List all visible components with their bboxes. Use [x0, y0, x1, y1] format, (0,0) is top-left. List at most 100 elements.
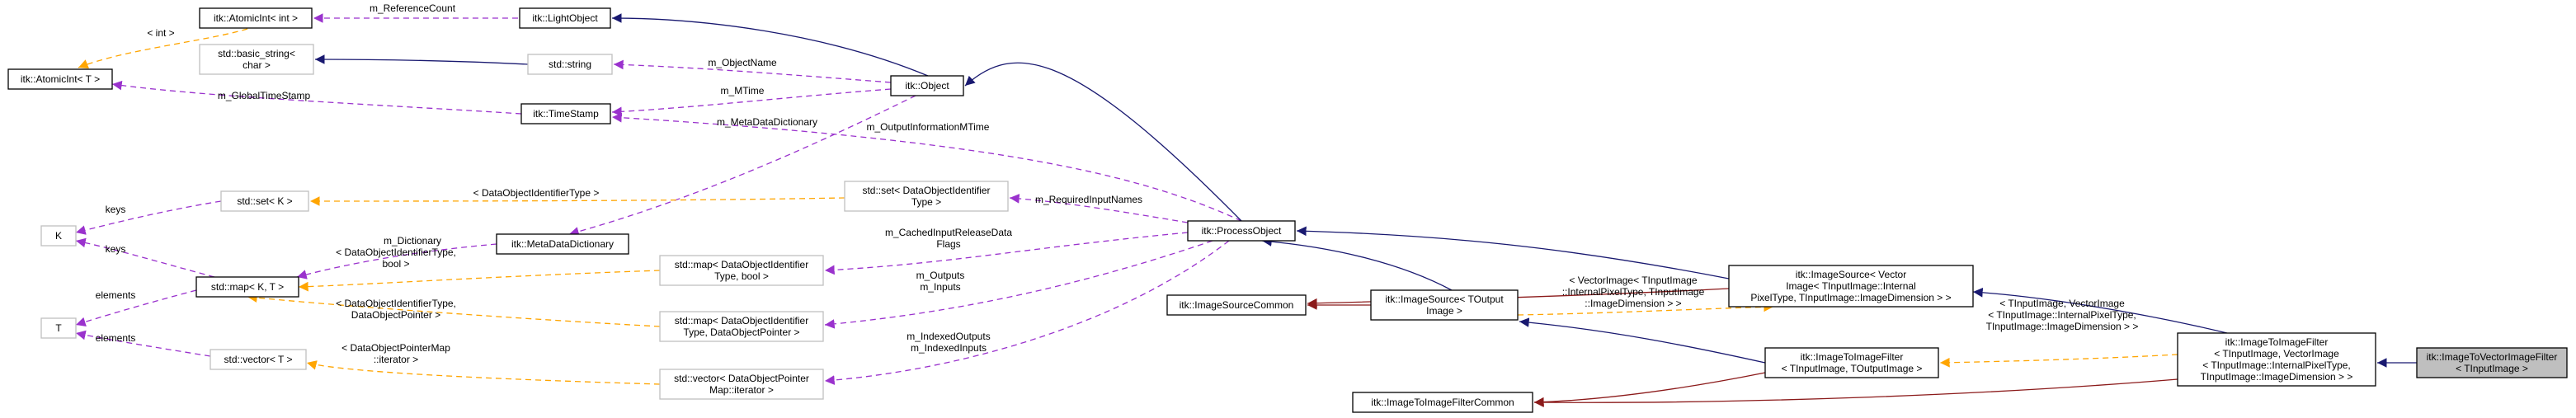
edge-label-text: < TInputImage::InternalPixelType, [1988, 309, 2136, 321]
edge-label-text: elements [96, 289, 136, 301]
node-label: itk::ImageSource< TOutput [1385, 294, 1504, 305]
node-box [1166, 294, 1307, 316]
node-box [220, 190, 309, 212]
edge-label-text: DataObjectPointer > [351, 309, 440, 321]
edge-required-input-names [1009, 194, 1189, 223]
node-label: itk::ImageToImageFilter [2225, 336, 2329, 348]
node-label: K [55, 230, 62, 242]
node-label: itk::ImageToImageFilter [1801, 351, 1904, 363]
edge-label-metadata-dictionary: m_MetaDataDictionary [717, 116, 817, 128]
node-label: Map::iterator > [709, 384, 774, 396]
edge-processobject-object [964, 62, 1242, 222]
node-box [2177, 332, 2376, 387]
node-vector-t[interactable]: std::vector< T > [210, 349, 307, 370]
edge-label-keys-map: keys [106, 243, 126, 255]
node-label: < TInputImage, VectorImage [2214, 348, 2339, 359]
node-set-doid[interactable]: std::set< DataObjectIdentifierType > [844, 181, 1009, 212]
edge-m-dictionary [296, 243, 497, 279]
node-imagesource-vec[interactable]: itk::ImageSource< VectorImage< TInputIma… [1728, 265, 1974, 308]
node-box [659, 369, 824, 400]
node-box [40, 317, 77, 339]
node-label: std::map< K, T > [211, 281, 284, 293]
node-object[interactable]: itk::Object [890, 75, 964, 96]
edge-label-text: < int > [147, 27, 174, 39]
node-atomicint-t[interactable]: itk::AtomicInt< T > [7, 68, 113, 90]
edge-label-reference-count: m_ReferenceCount [370, 2, 456, 14]
node-metadatadict[interactable]: itk::MetaDataDictionary [496, 233, 629, 255]
edge-elements-map [75, 289, 197, 326]
node-imagesource-tout[interactable]: itk::ImageSource< TOutputImage > [1370, 289, 1519, 321]
node-label: itk::MetaDataDictionary [511, 238, 614, 250]
node-box [40, 225, 77, 247]
edge-label-text: m_MetaDataDictionary [717, 116, 817, 128]
node-imagesourcecommon[interactable]: itk::ImageSourceCommon [1166, 294, 1307, 316]
edge-label-text: m_GlobalTimeStamp [218, 90, 311, 101]
edge-label-text: m_IndexedOutputs [907, 331, 990, 342]
edge-object-name [613, 59, 892, 83]
node-label: Image > [1426, 305, 1462, 317]
edge-itif-template [1939, 354, 2178, 368]
node-box [496, 233, 629, 255]
edge-label-ptrmap-iter: < DataObjectPointerMap::iterator > [341, 342, 450, 365]
node-label: < TInputImage, TOutputImage > [1782, 363, 1923, 374]
edge-label-vecimg-tmpl: < VectorImage< TInputImage::InternalPixe… [1562, 275, 1705, 309]
edge-label-mtime: m_MTime [721, 85, 765, 96]
edge-label-text: < DataObjectPointerMap [341, 342, 450, 354]
edge-label-elements-map: elements [96, 289, 136, 301]
edge-label-text: m_Dictionary [384, 235, 441, 247]
edge-string-basicstring [314, 54, 529, 65]
edge-map-ptr [247, 293, 661, 327]
edge-output-info-mtime [611, 112, 1242, 222]
edge-vector-iter [306, 360, 661, 385]
node-itif-tin-tout[interactable]: itk::ImageToImageFilter< TInputImage, TO… [1764, 347, 1939, 378]
node-processobject[interactable]: itk::ProcessObject [1187, 220, 1296, 242]
node-atomicint-int[interactable]: itk::AtomicInt< int > [199, 7, 313, 29]
edge-atomicint-int [78, 28, 248, 69]
node-box [199, 7, 313, 29]
node-map-ptr[interactable]: std::map< DataObjectIdentifierType, Data… [659, 311, 824, 342]
edge-labels: < int > m_ReferenceCount m_GlobalTimeStamp… [96, 2, 2139, 365]
node-label: std::vector< DataObjectPointer [674, 373, 809, 384]
node-label: PixelType, TInputImage::ImageDimension >… [1750, 292, 1951, 303]
edge-label-keys-set: keys [106, 204, 126, 215]
edge-label-text: m_OutputInformationMTime [867, 121, 990, 133]
node-set-k[interactable]: std::set< K > [220, 190, 309, 212]
node-box [2416, 347, 2568, 378]
edge-indexed [824, 240, 1230, 385]
node-label: itk::ImageSourceCommon [1180, 299, 1294, 311]
edge-label-text: m_CachedInputReleaseData [885, 227, 1012, 238]
edge-label-text: ::iterator > [374, 354, 418, 365]
node-label: itk::ImageToImageFilterCommon [1371, 397, 1514, 408]
edge-label-text: < DataObjectIdentifierType, [336, 247, 456, 258]
node-filtercommon[interactable]: itk::ImageToImageFilterCommon [1352, 392, 1533, 413]
edge-label-text: keys [106, 204, 126, 215]
node-box [199, 44, 314, 75]
node-vector-iter[interactable]: std::vector< DataObjectPointerMap::itera… [659, 369, 824, 400]
node-timestamp[interactable]: itk::TimeStamp [520, 103, 611, 124]
edge-object-lightobject [611, 13, 929, 77]
edge-label-text: Flags [936, 238, 960, 250]
node-k[interactable]: K [40, 225, 77, 247]
node-box [659, 311, 824, 342]
node-lightobject[interactable]: itk::LightObject [519, 7, 611, 29]
node-box [1187, 220, 1296, 242]
node-basic-string[interactable]: std::basic_string<char > [199, 44, 314, 75]
node-map-bool[interactable]: std::map< DataObjectIdentifierType, bool… [659, 255, 824, 286]
node-label: itk::ProcessObject [1202, 225, 1282, 237]
edge-label-text: m_ObjectName [708, 57, 777, 68]
node-t[interactable]: T [40, 317, 77, 339]
node-label: Type, DataObjectPointer > [683, 326, 799, 338]
edge-label-doid-bool: < DataObjectIdentifierType,bool > [336, 247, 456, 270]
edge-metadata-dictionary [568, 95, 916, 237]
node-label: itk::ImageSource< Vector [1796, 269, 1906, 280]
node-map-kt[interactable]: std::map< K, T > [195, 276, 299, 298]
node-label: std::set< DataObjectIdentifier [862, 185, 990, 196]
edge-label-text: bool > [382, 258, 409, 270]
node-std-string[interactable]: std::string [527, 54, 613, 75]
node-label: std::string [549, 59, 591, 70]
node-itif-vec[interactable]: itk::ImageToImageFilter< TInputImage, Ve… [2177, 332, 2376, 387]
edge-label-object-name: m_ObjectName [708, 57, 777, 68]
